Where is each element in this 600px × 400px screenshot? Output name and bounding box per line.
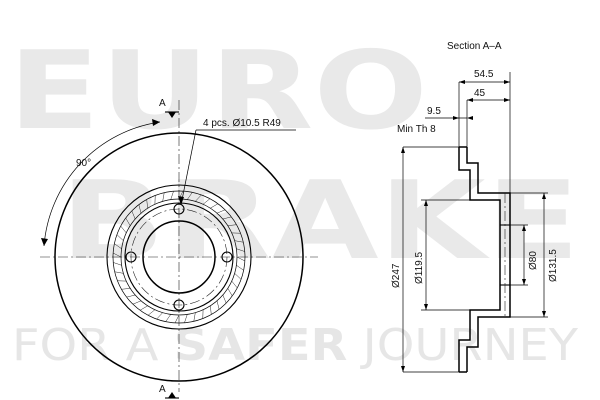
tooth [195, 194, 202, 202]
bolt-hole-right [221, 251, 233, 263]
section-marker-top-arrow [168, 112, 176, 118]
tooth [236, 248, 245, 252]
angle-arc [43, 121, 161, 247]
angle-arrow-left [41, 238, 48, 246]
dim-45-arrow-left [467, 98, 473, 102]
hat-outer-ring [106, 184, 252, 330]
tooth [116, 234, 124, 241]
tooth [187, 192, 193, 200]
holes-leader-arrow [178, 196, 184, 205]
dim-ø80-arrow-bottom [522, 279, 526, 285]
dim-54-5-arrow-right [504, 80, 510, 84]
angle-label: 90° [76, 158, 91, 169]
angle-arrow-top [152, 119, 160, 126]
tooth [113, 252, 122, 258]
bolt-circle [130, 208, 228, 306]
tooth [114, 271, 124, 274]
tooth [210, 203, 219, 209]
tooth [202, 198, 211, 205]
tooth [231, 280, 238, 289]
dim-outer-diameter: Ø247 [391, 263, 402, 288]
dim-9-5-arrow-right [467, 116, 473, 120]
holes-label: 4 pcs. Ø10.5 R49 [203, 118, 281, 129]
bolt-hole-bottom [173, 299, 185, 311]
tooth [222, 216, 232, 220]
dim-overall-height: 54.5 [474, 69, 494, 80]
tooth [120, 225, 127, 234]
hub-face-ring [124, 202, 234, 312]
section-outer-profile [458, 147, 501, 372]
dim-ø131-arrow-bottom [542, 311, 546, 317]
watermark-line-2: BRAKE [60, 159, 580, 284]
front-view: 90° A A 4 pcs. Ø10.5 R49 [40, 98, 318, 399]
dim-45-arrow-right [504, 98, 510, 102]
tooth [139, 305, 148, 311]
tooth [114, 243, 122, 249]
dim-54-5-arrow-left [459, 80, 465, 84]
tooth [162, 192, 165, 202]
section-view: Section A–A 54.5 45 9.5 Min Th 8 Ø24 [391, 41, 559, 373]
tooth [184, 314, 188, 323]
watermark-tagline: FOR A SAFER JOURNEY [12, 320, 578, 371]
dim-ø131-arrow-top [542, 193, 546, 199]
dim-9-5-arrow-left [453, 116, 459, 120]
watermark-line-1: EURO [8, 29, 428, 154]
min-thickness-label: Min Th 8 [397, 124, 436, 135]
dim-ø247-arrow-top [401, 147, 405, 153]
tooth-ring [113, 191, 245, 323]
tooth [227, 288, 233, 297]
tooth [236, 256, 245, 262]
dim-ø247-arrow-bottom [401, 366, 405, 372]
tooth [234, 273, 242, 280]
dim-ø119-arrow-top [424, 200, 428, 206]
tooth [131, 210, 136, 220]
tooth-ring-outer [112, 190, 246, 324]
section-title: Section A–A [447, 41, 502, 52]
dim-ø119-arrow-bottom [424, 304, 428, 310]
tooth [227, 224, 237, 226]
tooth [216, 300, 220, 310]
center-bore [142, 220, 216, 294]
watermark-tagline-bold: SAFER [174, 320, 348, 371]
tooth [234, 240, 244, 243]
tooth [146, 199, 148, 209]
watermark-tagline-suffix: JOURNEY [347, 320, 578, 371]
bolt-hole-top [173, 203, 185, 215]
tooth [138, 204, 142, 214]
dim-ø80-arrow-top [522, 225, 526, 231]
watermark: EURO BRAKE FOR A SAFER JOURNEY [8, 29, 580, 371]
tooth [126, 294, 136, 298]
dim-bore-diameter: Ø80 [528, 251, 539, 270]
tooth [156, 312, 163, 320]
tooth [147, 309, 156, 316]
tooth [210, 305, 212, 315]
tooth [193, 312, 196, 322]
tooth [216, 209, 226, 214]
dim-hat-diameter: Ø119.5 [414, 252, 425, 284]
disc-outer-edge [54, 132, 304, 382]
tooth [236, 265, 244, 271]
dim-hub-diameter: Ø131.5 [548, 249, 559, 282]
tooth [121, 288, 131, 290]
holes-leader [180, 129, 197, 206]
tooth [222, 294, 227, 304]
bolt-hole-left [125, 251, 137, 263]
tooth [165, 314, 171, 322]
tooth [170, 191, 174, 200]
tooth [125, 217, 131, 226]
dim-hat-height: 45 [474, 88, 486, 99]
tooth [132, 300, 142, 305]
section-marker-bottom-arrow [168, 392, 176, 398]
dim-offset: 9.5 [427, 106, 441, 117]
tooth [113, 262, 122, 266]
section-inner-profile [466, 147, 511, 372]
section-marker-bottom-label: A [159, 384, 166, 395]
section-marker-top-label: A [159, 98, 166, 109]
tooth [174, 314, 180, 323]
